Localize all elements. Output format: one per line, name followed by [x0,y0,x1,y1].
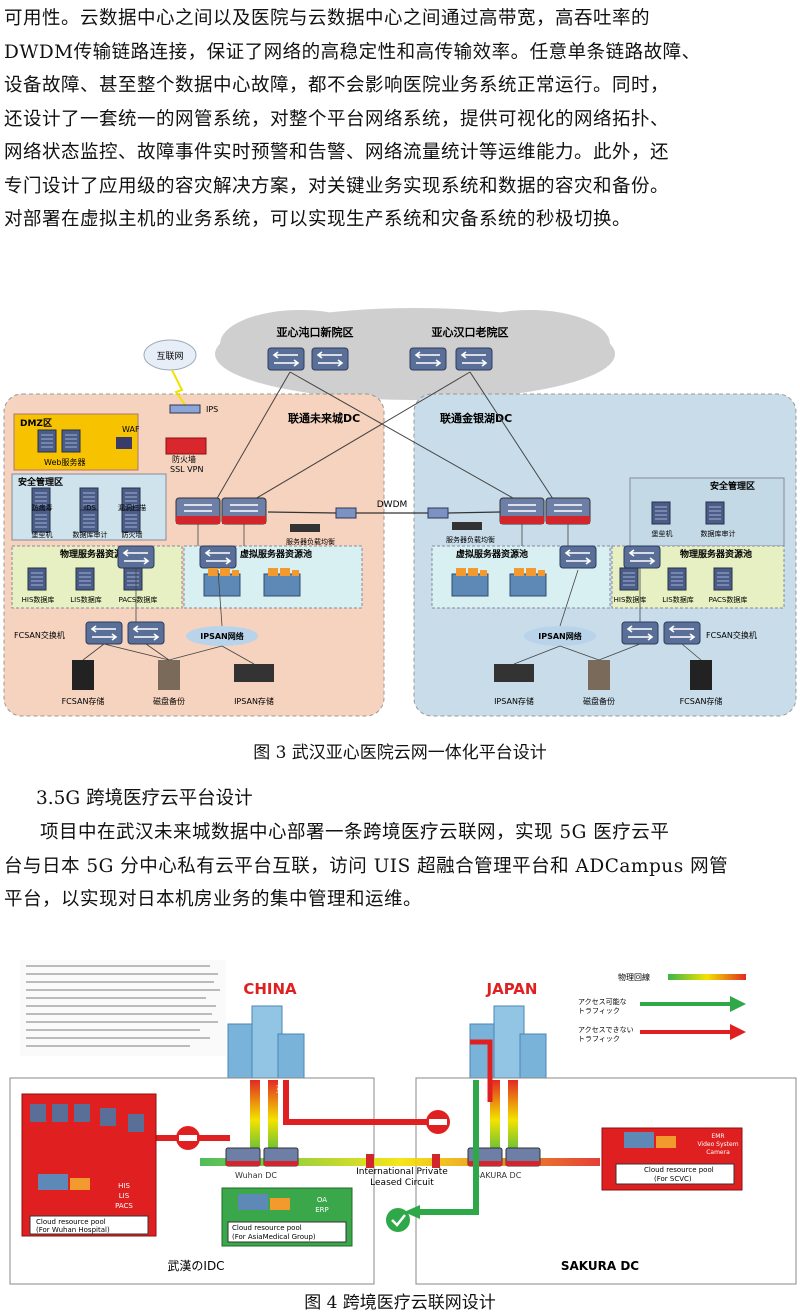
right-disk-backup-label: 磁盘备份 [583,696,615,706]
hospital-label: 亚心医院 [276,1084,308,1094]
section-paragraph: 项目中在武汉未来城数据中心部署一条跨境医疗云联网，实现 5G 医疗云平 台与日本… [4,816,796,917]
left-security-zone-label: 安全管理区 [18,476,63,488]
left-load-balancer-label: 服务器负载均衡 [286,537,335,546]
app-camera: Camera [706,1149,730,1156]
left-disk-backup-label: 磁盘备份 [153,696,185,706]
pool-wuhan-for: (For Wuhan Hospital) [36,1226,110,1234]
db-label: PACS数据库 [709,595,748,604]
legend-blocked-2: トラフィック [578,1035,620,1043]
dc-left-label: 联通未来城DC [288,411,360,425]
right-ipsan-storage-label: IPSAN存储 [494,696,534,706]
figure-3-network-diagram: 互联网 亚心沌口新院区 亚心汉口老院区 联通未来城DC 联通金银湖DC IPS … [3,308,797,717]
text-line: 网络状态监控、故障事件实时预警和告警、网络流量统计等运维能力。此外，还 [4,142,670,163]
internet-label: 互联网 [156,351,183,362]
legend-accessible-1: アクセス可能な [578,997,627,1006]
text-line: 平台，以实现对日本机房业务的集中管理和运维。 [4,889,423,910]
db-label: HIS数据库 [22,595,55,604]
dc-right-label: 联通金银湖DC [440,411,512,425]
security-item: IDS [84,504,96,512]
pool-asia-for: (For AsiaMedical Group) [232,1233,316,1241]
db-label: PACS数据库 [119,595,158,604]
app-his: HIS [118,1182,130,1190]
firewall-label: 防火墙 [172,454,196,464]
security-item: 数据库审计 [73,530,108,539]
app-oa: OA [317,1196,327,1204]
left-fcsan-switch-label: FCSAN交换机 [14,630,65,640]
text-line: 对部署在虚拟主机的业务系统，可以实现生产系统和灾备系统的秒极切换。 [4,209,632,230]
pool-scvc-for: (For SCVC) [654,1175,692,1183]
text-line: DWDM传输链路连接，保证了网络的高稳定性和高传输效率。任意单条链路故障、 [4,41,701,63]
legend-blocked-1: アクセスできない [578,1026,634,1034]
cloud-label-new-campus: 亚心沌口新院区 [277,325,354,339]
pool-asia-name: Cloud resource pool [232,1224,302,1232]
text-line: 台与日本 5G 分中心私有云平台互联，访问 UIS 超融合管理平台和 ADCam… [4,855,729,877]
left-ipsan-label: IPSAN网络 [200,631,244,641]
right-ipsan-label: IPSAN网络 [538,631,582,641]
sslvpn-label: SSL VPN [170,465,203,474]
text-line: 还设计了一套统一的网管系统，对整个平台网络系统，提供可视化的网络拓扑、 [4,108,670,130]
body-paragraph: 可用性。云数据中心之间以及医院与云数据中心之间通过高带宽，高吞吐率的 DWDM传… [4,2,796,237]
sakura-dc-small-label: SAKURA DC [475,1171,522,1180]
db-label: LIS数据库 [662,595,693,604]
app-video: Video System [697,1141,738,1148]
app-emr: EMR [711,1133,724,1140]
wuhan-dc-label: Wuhan DC [235,1171,277,1180]
legend-accessible-2: トラフィック [578,1007,620,1015]
left-virtual-pool-label: 虚拟服务器资源池 [240,548,312,560]
japan-label: JAPAN [486,980,538,998]
security-item: 防火墙 [122,530,143,539]
cloud-label-old-campus: 亚心汉口老院区 [432,325,509,339]
figure-3-caption: 图 3 武汉亚心医院云网一体化平台设计 [253,743,547,763]
security-item: 防病毒 [32,503,53,512]
right-fcsan-storage-label: FCSAN存储 [680,696,723,706]
app-erp: ERP [315,1206,329,1214]
china-label: CHINA [243,980,297,998]
right-fcsan-switch-label: FCSAN交换机 [706,630,757,640]
pool-scvc-name: Cloud resource pool [644,1166,714,1174]
dmz-label: DMZ区 [20,418,52,429]
text-line: 专门设计了应用级的容灾解决方案，对关键业务实现系统和数据的容灾和备份。 [4,175,670,197]
right-virtual-pool-label: 虚拟服务器资源池 [456,548,528,560]
circuit-label-1: International Private [356,1167,448,1177]
waf-label: WAF [122,425,140,434]
text-line: 可用性。云数据中心之间以及医院与云数据中心之间通过高带宽，高吞吐率的 [4,8,651,29]
notes-block [20,960,226,1056]
legend-physical: 物理回線 [618,972,650,982]
db-label: HIS数据库 [614,595,647,604]
web-server-label: Web服务器 [44,457,85,467]
right-load-balancer-label: 服务器负载均衡 [446,535,495,544]
left-fcsan-storage-label: FCSAN存储 [62,696,105,706]
text-line: 设备故障、甚至整个数据中心故障，都不会影响医院业务系统正常运行。同时， [4,75,670,96]
app-pacs: PACS [115,1202,133,1210]
figure-4-cross-border-diagram: CHINA JAPAN 物理回線 アクセス可能な トラフィック アクセスできない… [0,952,800,1288]
security-item: 堡垒机 [652,529,673,538]
db-label: LIS数据库 [70,595,101,604]
app-lis: LIS [119,1192,130,1200]
left-ipsan-storage-label: IPSAN存储 [234,696,274,706]
text-line: 项目中在武汉未来城数据中心部署一条跨境医疗云联网，实现 5G 医疗云平 [40,822,670,843]
idc-right-label: SAKURA DC [561,1259,639,1273]
left-physical-pool-label: 物理服务器资源池 [60,548,132,560]
idc-left-label: 武漢のIDC [167,1259,224,1273]
security-item: 漏洞扫描 [118,503,146,512]
right-physical-pool-label: 物理服务器资源池 [680,548,752,560]
section-heading: 3.5G 跨境医疗云平台设计 [36,788,253,809]
security-item: 数据库审计 [701,529,736,538]
security-item: 堡垒机 [32,530,53,539]
ips-label: IPS [206,405,218,414]
dwdm-label: DWDM [377,500,408,510]
figure-4-caption: 图 4 跨境医疗云联网设计 [304,1293,496,1312]
right-security-zone-label: 安全管理区 [710,480,755,492]
pool-wuhan-name: Cloud resource pool [36,1218,106,1226]
circuit-label-2: Leased Circuit [370,1178,434,1188]
